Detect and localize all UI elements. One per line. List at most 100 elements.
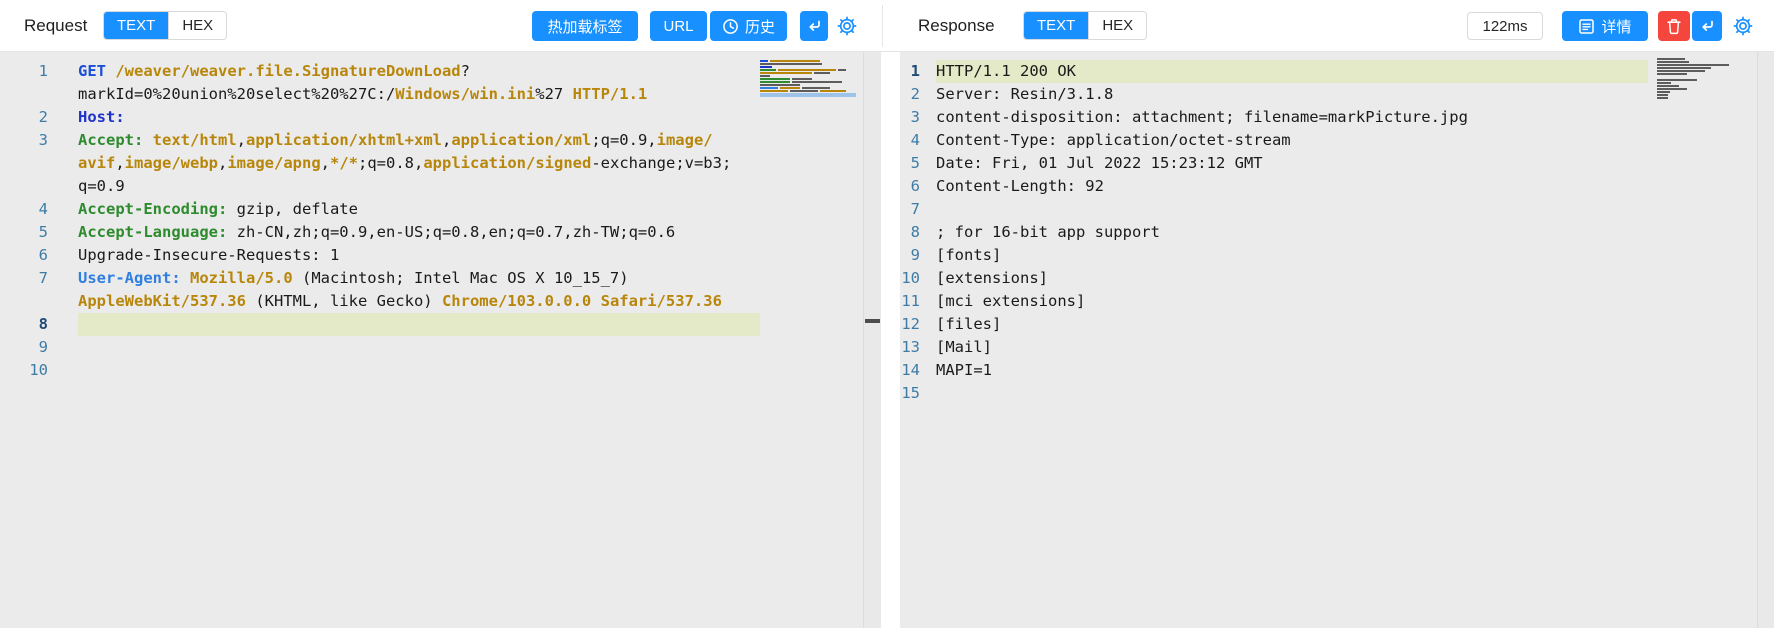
- response-scrollbar[interactable]: [1757, 52, 1774, 628]
- minimap-line: [1657, 67, 1757, 69]
- minimap-segment: [1657, 58, 1685, 60]
- hot-reload-tags-label: 热加载标签: [547, 18, 623, 36]
- code-line[interactable]: 12[files]: [900, 313, 1648, 336]
- code-line[interactable]: 14 MAPI=1: [900, 359, 1648, 382]
- clock-icon: [722, 18, 739, 35]
- minimap-segment: [1657, 94, 1668, 96]
- request-scrollbar-cursor-marker[interactable]: [865, 319, 880, 323]
- line-content: MAPI=1: [936, 359, 1648, 382]
- code-line[interactable]: q=0.9: [0, 175, 760, 198]
- minimap-line: [1657, 91, 1757, 93]
- minimap-line: [760, 87, 860, 89]
- token-url: AppleWebKit/537.36: [78, 292, 246, 310]
- code-line[interactable]: 10: [0, 359, 760, 382]
- code-line[interactable]: 15: [900, 382, 1648, 405]
- clear-response-button[interactable]: [1658, 11, 1690, 41]
- minimap-segment: [760, 72, 812, 74]
- token-url: Windows/win.ini: [395, 85, 536, 103]
- resend-button[interactable]: [1692, 11, 1722, 41]
- line-content: [files]: [936, 313, 1648, 336]
- tab-response-text[interactable]: TEXT: [1024, 12, 1089, 39]
- code-line[interactable]: 8: [0, 313, 760, 336]
- request-scrollbar[interactable]: [863, 52, 881, 628]
- line-content: [78, 359, 760, 382]
- url-button[interactable]: URL: [650, 11, 707, 41]
- token-url: application/xml: [451, 131, 592, 149]
- line-number: 5: [38, 223, 48, 241]
- line-number: 11: [901, 292, 920, 310]
- code-line[interactable]: 5 Accept-Language: zh-CN,zh;q=0.9,en-US;q…: [0, 221, 760, 244]
- minimap-segment: [1657, 70, 1705, 72]
- detail-button[interactable]: 详情: [1562, 11, 1648, 41]
- code-line[interactable]: 11[mci extensions]: [900, 290, 1648, 313]
- token-url: /weaver/weaver.file.SignatureDownLoad: [115, 62, 461, 80]
- minimap-segment: [790, 90, 818, 92]
- code-line[interactable]: 3 content-disposition: attachment; filena…: [900, 106, 1648, 129]
- line-content: GET /weaver/weaver.file.SignatureDownLoa…: [78, 60, 760, 83]
- code-line[interactable]: AppleWebKit/537.36 (KHTML, like Gecko) C…: [0, 290, 760, 313]
- history-button[interactable]: 历史: [710, 11, 787, 41]
- tab-response-hex[interactable]: HEX: [1088, 12, 1146, 39]
- minimap-line: [760, 93, 860, 97]
- token-plain: ;q=0.9,: [591, 131, 657, 149]
- minimap-segment: [838, 69, 846, 71]
- tab-request-text[interactable]: TEXT: [104, 12, 169, 39]
- code-line[interactable]: 7: [900, 198, 1648, 221]
- trash-icon: [1666, 18, 1682, 35]
- minimap-line: [1657, 76, 1757, 78]
- request-settings-gear-icon[interactable]: [836, 15, 858, 37]
- line-content: Content-Type: application/octet-stream: [936, 129, 1648, 152]
- code-line[interactable]: 2 Server: Resin/3.1.8: [900, 83, 1648, 106]
- line-number: 2: [910, 85, 920, 103]
- tab-request-hex[interactable]: HEX: [168, 12, 226, 39]
- token-plain: Content-Length: 92: [936, 177, 1104, 195]
- code-line[interactable]: 8; for 16-bit app support: [900, 221, 1648, 244]
- line-number: 7: [38, 269, 48, 287]
- token-plain: Server: Resin/3.1.8: [936, 85, 1114, 103]
- hot-reload-tags-button[interactable]: 热加载标签: [532, 11, 638, 41]
- token-plain: ,: [320, 154, 331, 172]
- minimap-segment: [760, 90, 788, 92]
- minimap-segment: [1657, 61, 1689, 63]
- token-navy: Host:: [78, 108, 125, 126]
- token-plain: HTTP/1.1 200 OK: [936, 62, 1076, 80]
- code-line[interactable]: markId=0%20union%20select%20%27C:/Window…: [0, 83, 760, 106]
- send-request-button[interactable]: [800, 11, 828, 41]
- line-content: Accept-Language: zh-CN,zh;q=0.9,en-US;q=…: [78, 221, 760, 244]
- token-plain: ,: [115, 154, 125, 172]
- line-number: 14: [901, 361, 920, 379]
- enter-arrow-icon: [1699, 18, 1715, 34]
- code-line[interactable]: 13[Mail]: [900, 336, 1648, 359]
- request-minimap[interactable]: [760, 60, 860, 98]
- minimap-line: [760, 66, 860, 68]
- line-content: markId=0%20union%20select%20%27C:/Window…: [78, 83, 760, 106]
- code-line[interactable]: 9: [0, 336, 760, 359]
- minimap-line: [1657, 58, 1757, 60]
- response-view-mode-tabs: TEXT HEX: [1023, 11, 1148, 40]
- line-number: 3: [910, 108, 920, 126]
- code-line[interactable]: 9[fonts]: [900, 244, 1648, 267]
- line-number: 15: [901, 384, 920, 402]
- toolbar-divider: [882, 5, 883, 47]
- code-line[interactable]: avif,image/webp,image/apng,*/*;q=0.8,app…: [0, 152, 760, 175]
- code-line[interactable]: 10[extensions]: [900, 267, 1648, 290]
- response-minimap[interactable]: [1657, 58, 1757, 100]
- response-settings-gear-icon[interactable]: [1732, 15, 1754, 37]
- minimap-segment: [760, 60, 768, 62]
- minimap-line: [1657, 73, 1757, 75]
- token-plain: Content-Type: application/octet-stream: [936, 131, 1291, 149]
- line-content: content-disposition: attachment; filenam…: [936, 106, 1648, 129]
